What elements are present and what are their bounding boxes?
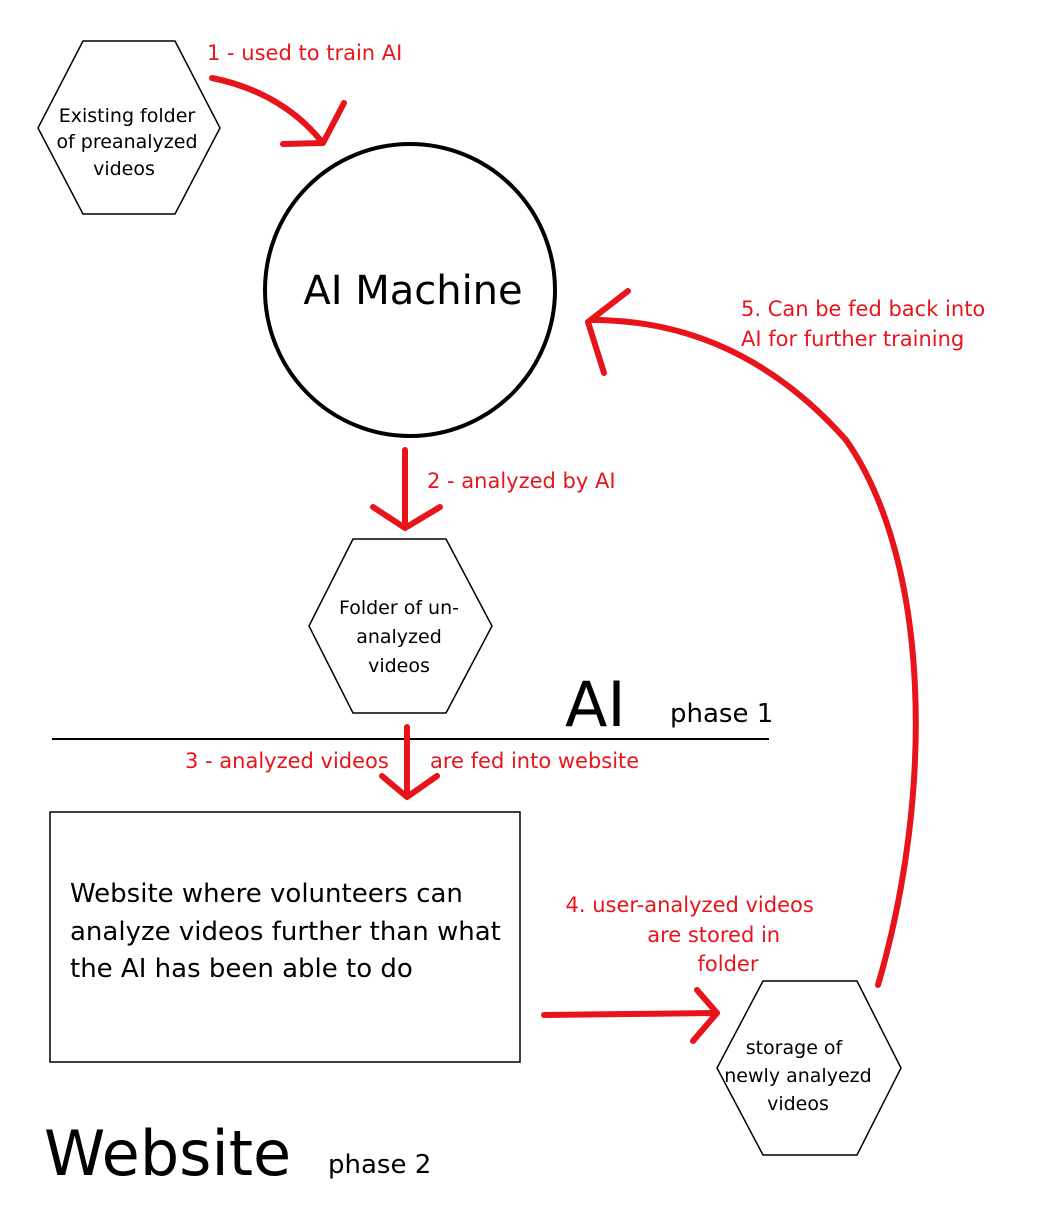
svg-text:storage of newly analyez: storage of newly analyezd videos <box>724 1037 877 1115</box>
storage-line-3: videos <box>767 1093 829 1115</box>
phase-2-subtitle: phase 2 <box>328 1150 431 1180</box>
step-5-label-line-2: AI for further training <box>741 327 964 351</box>
storage-line-2: newly analyezd <box>724 1065 871 1087</box>
arrow-step-5 <box>585 288 919 988</box>
arrow-step-2 <box>370 447 443 531</box>
website-box-line-3: the AI has been able to do <box>70 954 413 984</box>
step-5-label-line-1: 5. Can be fed back into <box>741 297 985 321</box>
website-box-line-1: Website where volunteers can <box>70 879 463 909</box>
ai-machine-node: AI Machine <box>263 142 557 438</box>
website-box-line-2: analyze videos further than what <box>70 917 501 947</box>
arrow-step-3 <box>379 724 440 800</box>
arrow-step-1 <box>209 75 347 147</box>
step-4-label-line-3: folder <box>698 952 759 976</box>
phase-2-title: Website <box>44 1117 291 1190</box>
storage-line-1: storage of <box>746 1037 844 1059</box>
step-2-label: 2 - analyzed by AI <box>427 469 616 493</box>
phase-2-label: Website phase 2 <box>44 1117 431 1190</box>
existing-folder-line-2: of preanalyzed <box>56 131 197 153</box>
step-4-label-line-2: are stored in <box>647 923 780 947</box>
phase-1-title: AI <box>565 668 626 741</box>
ai-machine-label: AI Machine <box>303 268 522 314</box>
svg-text:Website where volunteers can: Website where volunteers can analyze vid… <box>70 879 509 984</box>
phase-1-subtitle: phase 1 <box>670 699 773 729</box>
existing-folder-line-1: Existing folder <box>59 105 196 127</box>
unanalyzed-folder-line-3: videos <box>368 655 430 677</box>
existing-folder-node: Existing folder of preanalyzed videos <box>37 40 221 215</box>
svg-text:4. user-analyzed videos ar: 4. user-analyzed videos are stored in fo… <box>566 893 821 976</box>
existing-folder-line-3: videos <box>93 158 155 180</box>
website-box-node: Website where volunteers can analyze vid… <box>49 811 521 1063</box>
step-1-label: 1 - used to train AI <box>207 41 402 65</box>
svg-text:Folder of un- analyzed: Folder of un- analyzed videos <box>339 597 465 677</box>
svg-text:Existing folder of prean: Existing folder of preanalyzed videos <box>56 105 203 180</box>
phase-1-label: AI phase 1 <box>565 668 773 741</box>
step-3-label-right: are fed into website <box>430 749 639 773</box>
unanalyzed-folder-line-2: analyzed <box>356 626 442 648</box>
unanalyzed-folder-line-1: Folder of un- <box>339 597 459 619</box>
arrow-step-4 <box>541 987 720 1044</box>
svg-text:5. Can be fed back into AI: 5. Can be fed back into AI for further t… <box>741 297 992 351</box>
storage-node: storage of newly analyezd videos <box>716 980 902 1156</box>
step-3-label-left: 3 - analyzed videos <box>185 749 389 773</box>
unanalyzed-folder-node: Folder of un- analyzed videos <box>308 538 493 714</box>
step-4-label-line-1: 4. user-analyzed videos <box>566 893 814 917</box>
